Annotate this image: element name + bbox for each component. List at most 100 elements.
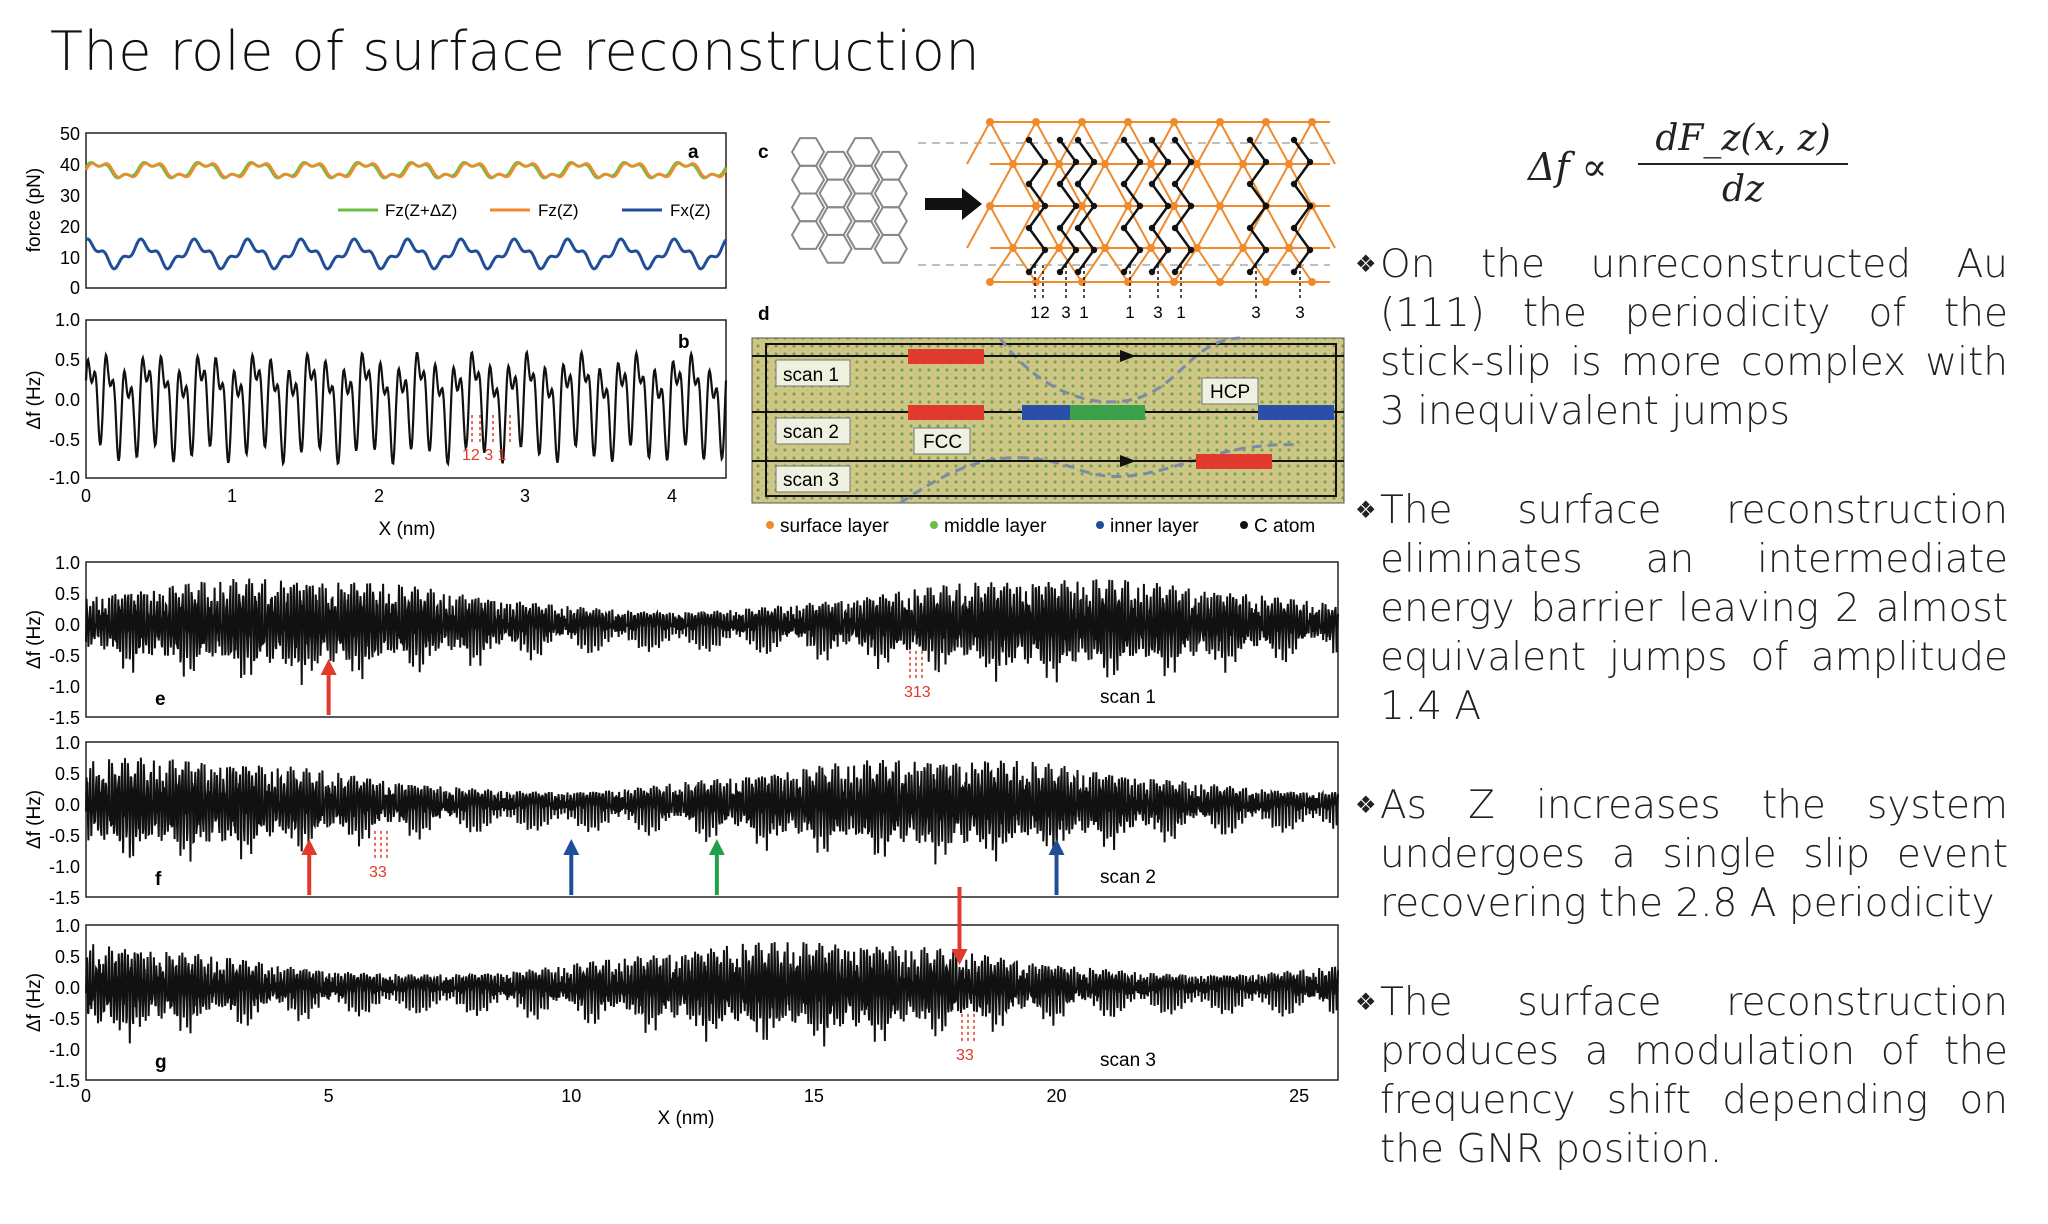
tick: 20 [60, 217, 80, 237]
x-axis-label: X (nm) [658, 1108, 715, 1129]
scan-label: scan 2 [1100, 867, 1156, 888]
panel-c: c 1 2 3 1 1 3 1 3 3 [758, 118, 1336, 322]
tick: 0 [81, 486, 91, 506]
tick: 0.0 [55, 795, 80, 815]
tick: 0 [81, 1086, 91, 1106]
frequency-shift-formula: Δf ∝ dF_z(x, z) dz [1528, 118, 1858, 218]
bullet-icon: ❖ [1355, 250, 1377, 278]
series-df [84, 348, 728, 468]
tick: -1.5 [49, 888, 80, 908]
legend-label: C atom [1254, 516, 1315, 537]
tick: 2 [374, 486, 384, 506]
tick: 10 [561, 1086, 581, 1106]
tick: 50 [60, 124, 80, 144]
panel-label: e [155, 689, 166, 710]
panel-label: b [678, 332, 690, 353]
bullet-list: ❖On the unreconstructed Au (111) the per… [1355, 240, 2008, 1224]
series-df [85, 757, 1339, 865]
tick: -1.5 [49, 1071, 80, 1091]
scan-label: scan 3 [783, 470, 839, 491]
tick: 1.0 [55, 916, 80, 936]
bullet-item: ❖On the unreconstructed Au (111) the per… [1355, 240, 2008, 436]
tick: -1.0 [49, 677, 80, 697]
legend: Fz(Z+ΔZ) Fz(Z) Fx(Z) [338, 201, 711, 220]
tick: 5 [324, 1086, 334, 1106]
bullet-text: The surface reconstruction produces a mo… [1380, 980, 2008, 1172]
gold-lattice [966, 118, 1336, 286]
formula-denominator: dz [1721, 169, 1764, 210]
tick: -1.0 [49, 468, 80, 488]
tick: 0.0 [55, 978, 80, 998]
tick: -1.0 [49, 1040, 80, 1060]
formula-lhs: Δf ∝ [1528, 145, 1608, 189]
tick: 0.5 [55, 764, 80, 784]
tick: -0.5 [49, 646, 80, 666]
jump-label: 3 [1061, 303, 1070, 322]
legend-label: surface layer [780, 516, 889, 537]
bullet-text: The surface reconstruction eliminates an… [1380, 488, 2008, 729]
tick: -1.5 [49, 708, 80, 728]
tick: 1.0 [55, 310, 80, 330]
tick: -0.5 [49, 826, 80, 846]
jump-label: 1 [1030, 303, 1039, 322]
scan-label: scan 1 [1100, 687, 1156, 708]
panel-a: force (pN) 50 40 30 20 10 0 a Fz(Z+ΔZ) F… [24, 124, 728, 298]
tick: 15 [804, 1086, 824, 1106]
x-axis-label: X (nm) [379, 519, 436, 540]
tick: 1.0 [55, 733, 80, 753]
formula-fraction: dF_z(x, z) dz [1638, 118, 1848, 210]
y-axis-label: Δf (Hz) [24, 790, 45, 849]
panel-b: Δf (Hz) 1.0 0.5 0.0 -0.5 -1.0 0 1 2 3 4 … [24, 310, 728, 540]
panel-label: a [688, 142, 699, 163]
y-axis-label: Δf (Hz) [24, 610, 45, 669]
bullet-text: As Z increases the system undergoes a si… [1380, 783, 2008, 926]
tick: 10 [60, 248, 80, 268]
tick: 0.5 [55, 947, 80, 967]
arrow-icon [563, 839, 580, 895]
legend-label: Fx(Z) [670, 201, 711, 220]
tick: 1.0 [55, 553, 80, 573]
bullet-icon: ❖ [1355, 496, 1377, 524]
scan-label: scan 2 [783, 422, 839, 443]
scan-label: scan 3 [1100, 1050, 1156, 1071]
jump-label: 3 [1251, 303, 1260, 322]
region-label: HCP [1210, 382, 1250, 403]
panel-a-ylabel: force (pN) [24, 168, 45, 252]
jump-labels: 33 [956, 1047, 974, 1064]
tick: -0.5 [49, 1009, 80, 1029]
bullet-item: ❖The surface reconstruction produces a m… [1355, 978, 2008, 1174]
panel-label: d [758, 304, 770, 325]
jump-label: 1 [1125, 303, 1134, 322]
arrow-icon [301, 839, 318, 895]
panel-label: c [758, 142, 769, 163]
panel-b-ylabel: Δf (Hz) [24, 370, 45, 429]
tick: 0.0 [55, 615, 80, 635]
jump-label: 3 [1153, 303, 1162, 322]
legend-label: Fz(Z+ΔZ) [385, 201, 457, 220]
arrow-icon [1048, 839, 1065, 895]
stick-slip-figure: force (pN) 50 40 30 20 10 0 a Fz(Z+ΔZ) F… [24, 118, 1345, 1129]
series-fz-z [84, 162, 728, 179]
bullet-text: On the unreconstructed Au (111) the peri… [1380, 242, 2008, 434]
tick: 40 [60, 155, 80, 175]
bullet-item: ❖The surface reconstruction eliminates a… [1355, 486, 2008, 731]
tick: 0 [70, 278, 80, 298]
jump-labels: 12 3 1 [462, 447, 507, 464]
series-fz-z-dz [84, 160, 728, 180]
gnr-chains [1025, 136, 1314, 276]
arrow-icon [925, 188, 982, 220]
bullet-icon: ❖ [1355, 988, 1377, 1016]
series-fx-z [85, 237, 728, 271]
tick: 25 [1289, 1086, 1309, 1106]
arrow-icon [320, 659, 337, 715]
jump-label: 1 [1079, 303, 1088, 322]
series-df [85, 578, 1339, 686]
arrow-icon [708, 839, 725, 895]
legend-label: middle layer [944, 516, 1047, 537]
jump-label: 2 [1040, 303, 1049, 322]
legend-label: inner layer [1110, 516, 1199, 537]
legend: surface layer middle layer inner layer C… [766, 516, 1315, 537]
jump-label: 3 [1295, 303, 1304, 322]
